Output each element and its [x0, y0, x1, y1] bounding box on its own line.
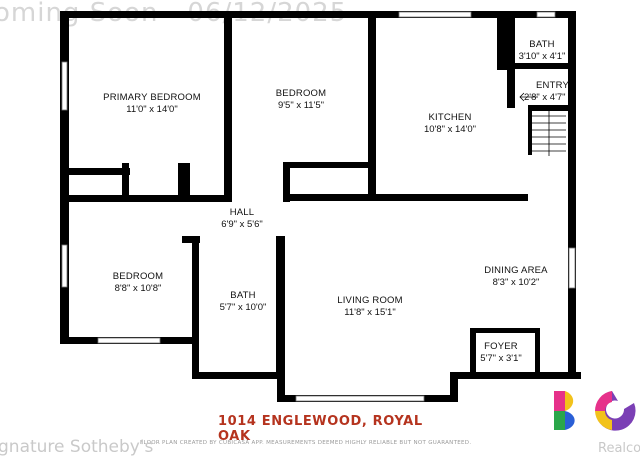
wall-segment	[60, 168, 130, 175]
window	[61, 244, 68, 288]
room-bath-lower: BATH 5'7" x 10'0"	[207, 290, 279, 314]
wall-segment	[528, 105, 532, 155]
room-name: PRIMARY BEDROOM	[103, 92, 201, 103]
wall-segment	[277, 372, 285, 400]
room-entry: ENTRY 2'8" x 4'7"	[524, 80, 584, 104]
wall-segment	[535, 328, 540, 376]
realcomp-watermark: Realco	[598, 441, 640, 456]
window	[568, 247, 576, 289]
wall-segment	[528, 105, 568, 111]
room-dimensions: 5'7" x 10'0"	[219, 302, 267, 313]
property-address: 1014 ENGLEWOOD, ROYAL OAK	[218, 414, 423, 444]
wall-segment	[515, 63, 568, 69]
wall-segment	[283, 162, 290, 202]
room-name: HALL	[229, 207, 255, 218]
wall-segment	[182, 195, 232, 202]
room-name: KITCHEN	[428, 112, 472, 123]
room-name: DINING AREA	[484, 265, 548, 276]
room-dining-area: DINING AREA 8'3" x 10'2"	[470, 265, 562, 289]
window	[61, 61, 68, 111]
room-name: BATH	[230, 290, 256, 301]
stairs	[531, 111, 566, 156]
room-hall: HALL 6'9" x 5'6"	[206, 207, 278, 231]
room-dimensions: 8'3" x 10'2"	[492, 277, 540, 288]
room-kitchen: KITCHEN 10'8" x 14'0"	[400, 112, 500, 136]
wall-segment	[276, 236, 285, 376]
wall-segment	[450, 372, 458, 402]
room-name: BEDROOM	[112, 271, 164, 282]
window	[295, 395, 425, 402]
room-name: FOYER	[484, 341, 518, 352]
exterior-wall-bottom-right	[450, 372, 581, 379]
room-dimensions: 9'5" x 11'5"	[277, 100, 325, 111]
window	[398, 11, 472, 18]
wall-segment	[192, 236, 199, 379]
exterior-wall-top	[60, 11, 575, 18]
room-living-room: LIVING ROOM 11'8" x 15'1"	[320, 295, 420, 319]
room-dimensions: 11'8" x 15'1"	[344, 307, 396, 318]
exterior-wall-bottom-mid	[192, 372, 284, 379]
brand-logo	[554, 391, 636, 431]
wall-segment	[183, 163, 190, 201]
floor-plan-disclaimer: FLOOR PLAN CREATED BY CUBICASA APP. MEAS…	[140, 440, 472, 446]
room-name: BEDROOM	[275, 88, 327, 99]
wall-segment	[470, 328, 476, 372]
room-dimensions: 3'10" x 4'1"	[518, 51, 566, 62]
room-dimensions: 6'9" x 5'6"	[221, 219, 263, 230]
room-bedroom-upper: BEDROOM 9'5" x 11'5"	[246, 88, 356, 112]
agency-watermark: gnature Sotheby's	[0, 437, 154, 457]
room-name: BATH	[529, 39, 555, 50]
wall-segment	[368, 18, 376, 200]
window	[97, 337, 161, 344]
room-dimensions: 8'8" x 10'8"	[114, 283, 162, 294]
room-foyer: FOYER 5'7" x 3'1"	[466, 341, 536, 365]
room-dimensions: 5'7" x 3'1"	[480, 353, 522, 364]
wall-segment	[66, 195, 123, 202]
window	[536, 11, 556, 18]
room-primary-bedroom: PRIMARY BEDROOM 11'0" x 14'0"	[84, 92, 220, 116]
room-bedroom-lower: BEDROOM 8'8" x 10'8"	[90, 271, 186, 295]
exterior-wall-right	[568, 11, 576, 379]
room-dimensions: 10'8" x 14'0"	[423, 124, 477, 135]
entry-arrow	[519, 92, 538, 102]
room-dimensions: 11'0" x 14'0"	[126, 104, 178, 115]
wall-segment	[283, 194, 528, 201]
wall-segment	[507, 18, 515, 108]
room-bath-upper: BATH 3'10" x 4'1"	[509, 39, 575, 63]
wall-segment	[283, 162, 376, 168]
room-name: LIVING ROOM	[337, 295, 403, 306]
room-dimensions: 2'8" x 4'7"	[524, 92, 566, 103]
wall-segment	[224, 18, 232, 201]
room-name: ENTRY	[536, 80, 570, 91]
wall-segment	[182, 236, 200, 243]
wall-segment	[122, 163, 129, 201]
wall-segment	[470, 328, 538, 333]
wall-segment	[122, 195, 190, 202]
